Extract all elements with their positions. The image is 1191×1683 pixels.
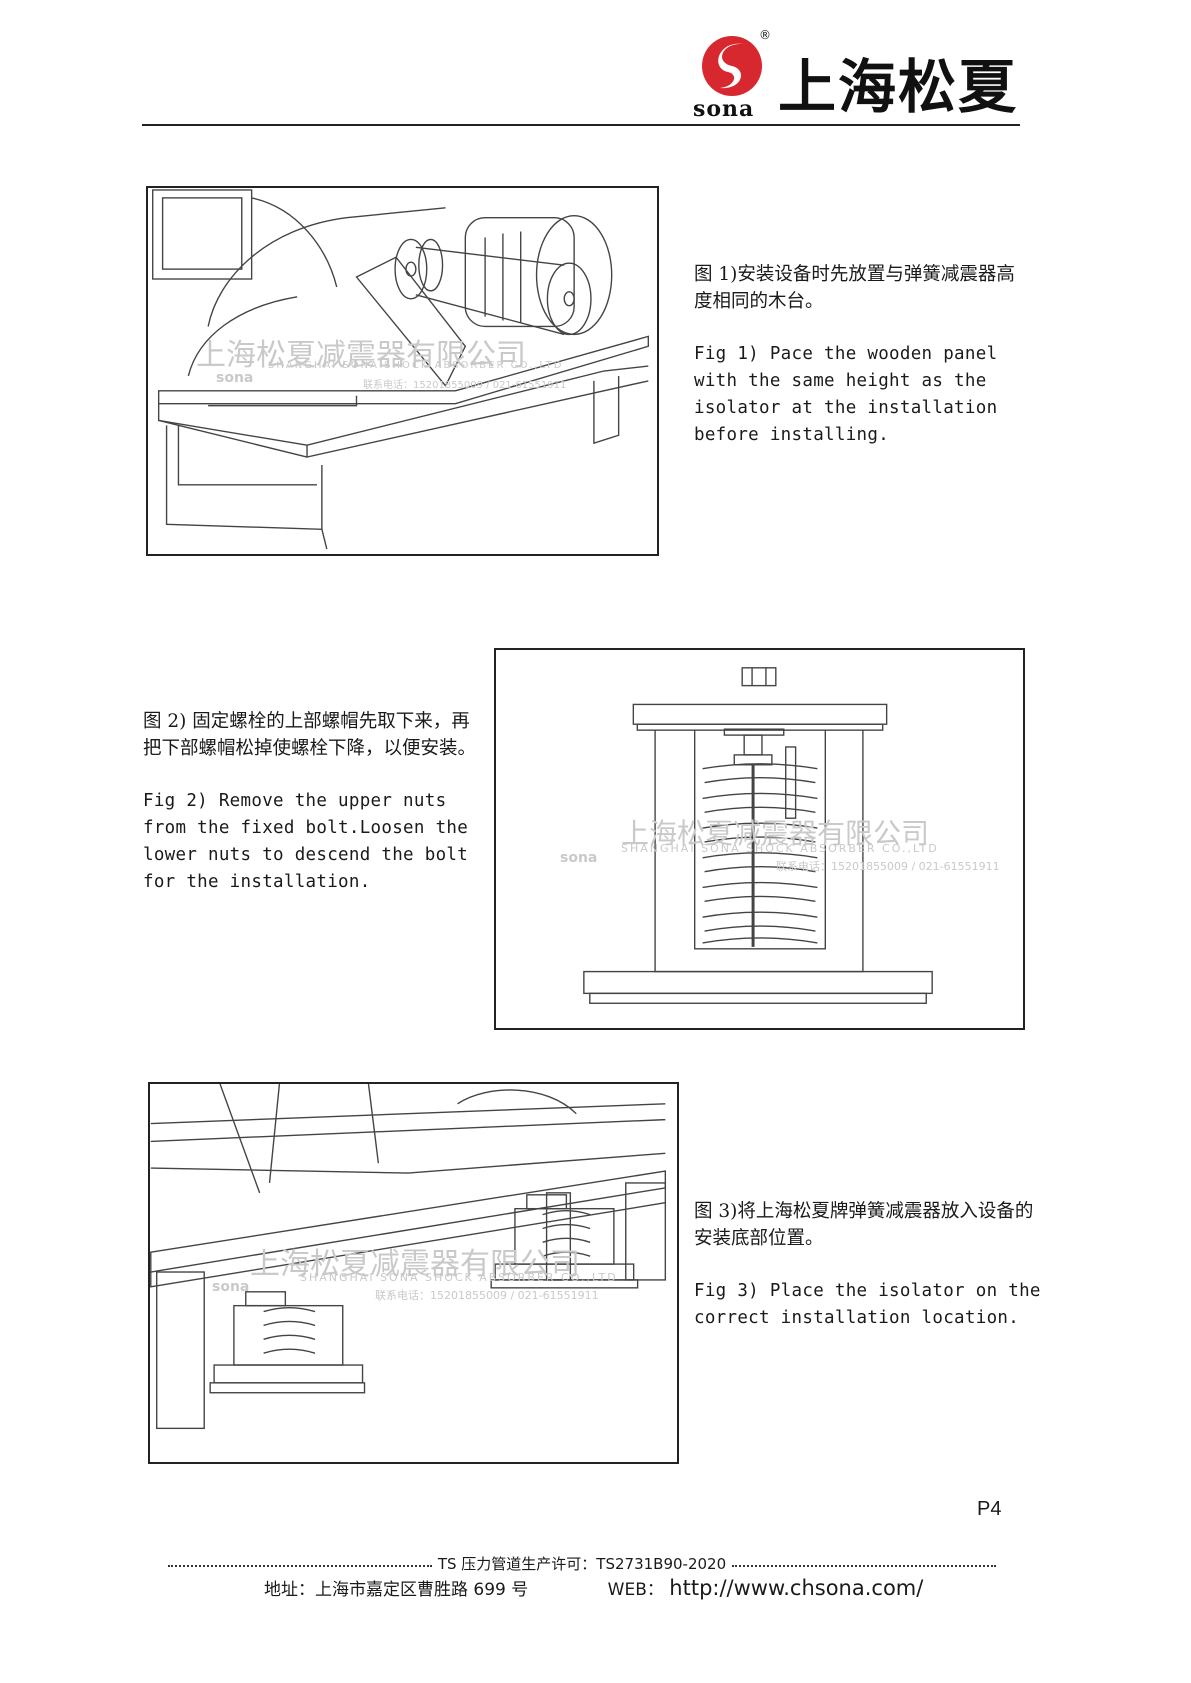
figure-2-isolator-bolt: 上海松夏减震器有限公司 SHANGHAI SONA SHOCK ABSORBER… bbox=[494, 648, 1025, 1030]
footer-web-label: WEB： bbox=[607, 1580, 664, 1600]
figure-1-illustration bbox=[152, 189, 650, 550]
footer-address: 地址：上海市嘉定区曹胜路 699 号 bbox=[264, 1580, 529, 1600]
registered-mark: ® bbox=[759, 28, 771, 42]
footer-license-line: TS 压力管道生产许可：TS2731B90-2020 bbox=[162, 1553, 1002, 1574]
figure-3-caption-en: Fig 3) Place the isolator on the correct… bbox=[694, 1281, 1041, 1328]
figure-2-illustration bbox=[583, 667, 933, 1004]
footer-dots-right bbox=[732, 1564, 996, 1567]
figure-1-fan-on-wooden-panel: 上海松夏减震器有限公司 SHANGHAI SONA SHOCK ABSORBER… bbox=[146, 186, 659, 556]
brand-name: 上海松夏 bbox=[778, 53, 1019, 121]
logo-wordmark: sona bbox=[693, 96, 755, 122]
footer-dots-left bbox=[168, 1564, 432, 1567]
footer-contact-line: 地址：上海市嘉定区曹胜路 699 号 WEB： http://www.chson… bbox=[264, 1575, 923, 1600]
page-number: P4 bbox=[977, 1498, 1002, 1520]
sona-logo-icon bbox=[702, 36, 762, 96]
header-divider bbox=[142, 124, 1020, 126]
footer-license: TS 压力管道生产许可：TS2731B90-2020 bbox=[437, 1555, 727, 1573]
figure-1-caption: 图 1)安装设备时先放置与弹簧减震器高度相同的木台。 Fig 1) Pace t… bbox=[694, 261, 1024, 449]
figure-2-caption-en: Fig 2) Remove the upper nuts from the fi… bbox=[143, 791, 469, 892]
figure-3-caption-cn: 图 3)将上海松夏牌弹簧减震器放入设备的安装底部位置。 bbox=[694, 1201, 1034, 1249]
figure-2-caption-cn: 图 2) 固定螺栓的上部螺帽先取下来，再把下部螺帽松掉使螺栓下降，以便安装。 bbox=[143, 711, 477, 759]
figure-3-illustration bbox=[150, 1084, 667, 1430]
figure-2-caption: 图 2) 固定螺栓的上部螺帽先取下来，再把下部螺帽松掉使螺栓下降，以便安装。 F… bbox=[143, 708, 478, 896]
figure-3-caption: 图 3)将上海松夏牌弹簧减震器放入设备的安装底部位置。 Fig 3) Place… bbox=[694, 1198, 1044, 1332]
figure-1-caption-cn: 图 1)安装设备时先放置与弹簧减震器高度相同的木台。 bbox=[694, 264, 1015, 312]
figure-1-caption-en: Fig 1) Pace the wooden panel with the sa… bbox=[694, 344, 998, 445]
footer-web-link[interactable]: http://www.chsona.com/ bbox=[669, 1576, 924, 1600]
figure-3-isolator-placement: 上海松夏减震器有限公司 SHANGHAI SONA SHOCK ABSORBER… bbox=[148, 1082, 679, 1464]
